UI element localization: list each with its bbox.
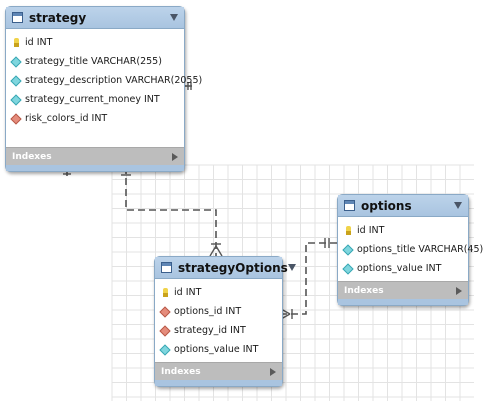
column-row[interactable]: options_title VARCHAR(45) — [338, 240, 483, 259]
column-label: strategy_id INT — [174, 325, 246, 336]
table-strategyoptions[interactable]: strategyOptions id INT options_id INT st… — [154, 256, 296, 387]
table-icon — [161, 262, 172, 273]
indexes-section[interactable]: Indexes — [338, 281, 468, 299]
column-row[interactable]: strategy_title VARCHAR(255) — [6, 52, 184, 71]
collapse-arrow-icon[interactable] — [287, 264, 296, 271]
column-label: id INT — [174, 287, 202, 298]
table-icon — [12, 12, 23, 23]
column-row[interactable]: options_value INT — [338, 259, 468, 278]
column-row[interactable]: id INT — [155, 283, 282, 302]
table-header[interactable]: strategyOptions — [155, 257, 296, 279]
table-bottom-bar — [155, 380, 282, 386]
column-list: id INT options_id INT strategy_id INT op… — [155, 279, 282, 362]
column-row[interactable]: id INT — [338, 221, 468, 240]
column-diamond-icon — [10, 93, 22, 106]
primary-key-icon — [162, 288, 168, 297]
column-diamond-icon — [10, 74, 22, 87]
primary-key-icon — [345, 226, 351, 235]
column-label: options_value INT — [357, 263, 442, 274]
table-strategy[interactable]: strategy id INT strategy_title VARCHAR(2… — [5, 6, 202, 172]
column-diamond-icon — [342, 262, 354, 275]
indexes-label: Indexes — [12, 151, 52, 162]
collapse-arrow-icon[interactable] — [454, 202, 462, 209]
table-title: strategy — [29, 10, 87, 25]
column-diamond-icon — [159, 343, 171, 356]
one-marker-strategy-right — [187, 82, 192, 90]
column-row[interactable]: options_value INT — [155, 340, 282, 359]
column-list: id INT strategy_title VARCHAR(255) strat… — [6, 29, 202, 131]
table-bottom-bar — [6, 165, 184, 171]
table-bottom-bar — [338, 299, 468, 305]
primary-key-icon — [13, 38, 19, 47]
table-title: strategyOptions — [178, 260, 288, 275]
column-diamond-icon — [342, 243, 354, 256]
column-label: strategy_description VARCHAR(2055) — [25, 75, 203, 86]
expand-arrow-icon[interactable] — [456, 286, 462, 295]
table-options[interactable]: options id INT options_title VARCHAR(45)… — [337, 194, 483, 306]
column-row[interactable]: options_id INT — [155, 302, 282, 321]
column-row[interactable]: strategy_description VARCHAR(2055) — [6, 71, 202, 90]
indexes-section[interactable]: Indexes — [6, 147, 184, 165]
column-row[interactable]: strategy_current_money INT — [6, 90, 184, 109]
column-label: id INT — [25, 37, 53, 48]
table-icon — [344, 200, 355, 211]
indexes-label: Indexes — [344, 285, 384, 296]
column-row[interactable]: risk_colors_id INT — [6, 109, 184, 128]
foreign-key-icon — [159, 324, 171, 337]
column-label: id INT — [357, 225, 385, 236]
expand-arrow-icon[interactable] — [172, 152, 178, 161]
column-row[interactable]: strategy_id INT — [155, 321, 282, 340]
column-label: risk_colors_id INT — [25, 113, 108, 124]
collapse-arrow-icon[interactable] — [170, 14, 178, 21]
foreign-key-icon — [159, 305, 171, 318]
expand-arrow-icon[interactable] — [270, 367, 276, 376]
table-header[interactable]: strategy — [6, 7, 184, 29]
relationship-options-strategyoptions[interactable] — [281, 242, 337, 315]
column-label: strategy_current_money INT — [25, 94, 160, 105]
column-label: options_title VARCHAR(45) — [357, 244, 483, 255]
column-diamond-icon — [10, 55, 22, 68]
column-label: options_value INT — [174, 344, 259, 355]
indexes-label: Indexes — [161, 366, 201, 377]
table-title: options — [361, 198, 412, 213]
table-header[interactable]: options — [338, 195, 468, 217]
many-marker-strategyoptions-top — [209, 243, 223, 257]
indexes-section[interactable]: Indexes — [155, 362, 282, 380]
column-list: id INT options_title VARCHAR(45) options… — [338, 217, 483, 281]
table-body-spacer — [6, 131, 184, 147]
one-marker-options — [324, 238, 330, 248]
relationship-strategy-strategyoptions[interactable] — [125, 167, 217, 256]
column-label: strategy_title VARCHAR(255) — [25, 56, 162, 67]
foreign-key-icon — [10, 112, 22, 125]
column-label: options_id INT — [174, 306, 242, 317]
column-row[interactable]: id INT — [6, 33, 184, 52]
